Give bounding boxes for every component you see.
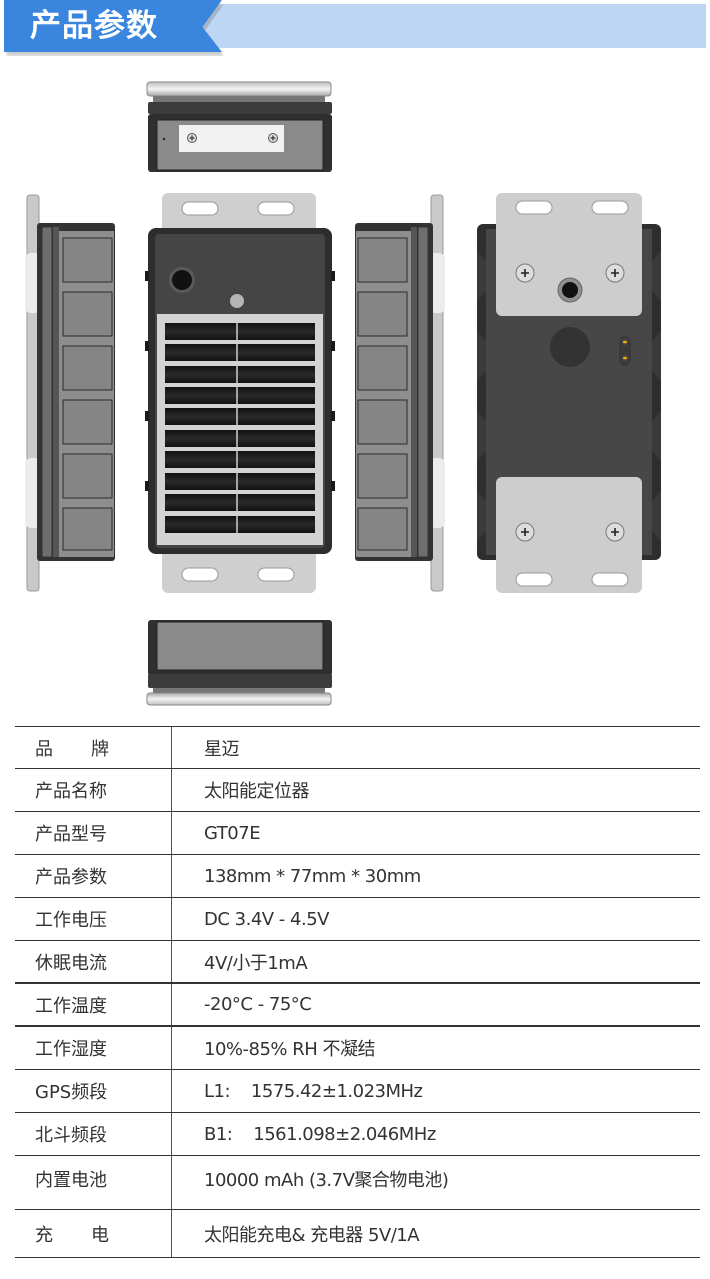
spec-label: 内置电池: [15, 1156, 172, 1209]
table-row: 工作电压 DC 3.4V - 4.5V: [15, 898, 700, 941]
right-side-view: [355, 194, 445, 592]
table-row: 北斗频段 B1: 1561.098±2.046MHz: [15, 1113, 700, 1156]
spec-label: 品牌: [15, 727, 172, 768]
product-views: [0, 60, 710, 715]
spec-label: 北斗频段: [15, 1113, 172, 1155]
table-row: 内置电池 10000 mAh (3.7V聚合物电池): [15, 1156, 700, 1210]
spec-value: 4V/小于1mA: [204, 952, 308, 974]
spec-label: 产品参数: [15, 855, 172, 897]
spec-value: 星迈: [204, 738, 240, 760]
section-header: 产品参数: [0, 0, 710, 58]
spec-label: 工作电压: [15, 898, 172, 940]
table-row: 充电 太阳能充电& 充电器 5V/1A: [15, 1210, 700, 1258]
spec-label: 休眠电流: [15, 941, 172, 982]
table-row: 品牌 星迈: [15, 726, 700, 769]
table-row: 休眠电流 4V/小于1mA: [15, 941, 700, 984]
table-row: 产品名称 太阳能定位器: [15, 769, 700, 812]
header-band: [196, 4, 706, 48]
spec-value: DC 3.4V - 4.5V: [204, 908, 329, 930]
spec-label: 产品名称: [15, 769, 172, 811]
spec-label-text: 品牌: [35, 738, 147, 760]
back-view: [477, 193, 661, 593]
spec-label: GPS频段: [15, 1070, 172, 1112]
spec-value: 138mm * 77mm * 30mm: [204, 865, 421, 887]
table-row: 产品型号 GT07E: [15, 812, 700, 855]
table-row: 工作温度 -20°C - 75°C: [15, 984, 700, 1027]
table-row: 工作湿度 10%-85% RH 不凝结: [15, 1027, 700, 1070]
spec-value: 太阳能充电& 充电器 5V/1A: [204, 1224, 420, 1246]
solar-cells: [165, 321, 315, 535]
left-side-view: [25, 194, 115, 592]
spec-table: 品牌 星迈 产品名称 太阳能定位器 产品型号 GT07E 产品参数 138mm …: [15, 726, 700, 1258]
front-view: [145, 193, 335, 593]
top-view: [146, 81, 332, 172]
spec-value: GT07E: [204, 822, 261, 844]
spec-label: 工作温度: [15, 984, 172, 1025]
table-row: 产品参数 138mm * 77mm * 30mm: [15, 855, 700, 898]
spec-value: 10000 mAh (3.7V聚合物电池): [204, 1170, 449, 1191]
spec-value: B1: 1561.098±2.046MHz: [204, 1123, 436, 1145]
spec-value: -20°C - 75°C: [204, 994, 312, 1015]
spec-value: 10%-85% RH 不凝结: [204, 1039, 376, 1060]
header-tab: [4, 0, 222, 52]
spec-value: L1: 1575.42±1.023MHz: [204, 1080, 423, 1102]
spec-value: 太阳能定位器: [204, 781, 310, 802]
spec-label: 工作湿度: [15, 1027, 172, 1069]
spec-label: 充电: [15, 1210, 172, 1257]
spec-label-text: 充电: [35, 1224, 147, 1246]
bottom-view: [146, 620, 332, 706]
table-row: GPS频段 L1: 1575.42±1.023MHz: [15, 1070, 700, 1113]
section-title: 产品参数: [30, 8, 158, 44]
spec-label: 产品型号: [15, 812, 172, 854]
